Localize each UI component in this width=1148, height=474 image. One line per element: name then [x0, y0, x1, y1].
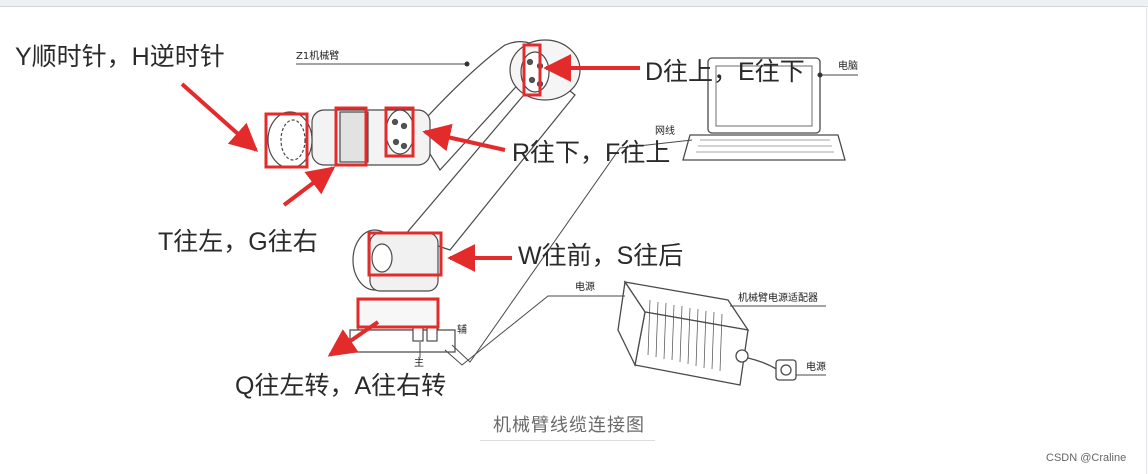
label-q-a: Q往左转，A往右转: [235, 372, 447, 400]
part-label-power-line: 电源: [575, 282, 595, 293]
laptop-icon: [682, 57, 846, 161]
highlight-t-g: [334, 106, 368, 167]
arrow-t-g: [282, 166, 336, 207]
label-t-g: T往左，G往右: [158, 228, 318, 256]
right-border: [1146, 6, 1147, 474]
robot-arm-drawing: [267, 39, 581, 353]
label-y-h: Y顺时针，H逆时针: [15, 43, 225, 71]
highlight-boxes: [264, 43, 542, 329]
figure-caption: 机械臂线缆连接图: [493, 415, 645, 435]
part-label-power-outlet: 电源: [806, 362, 826, 373]
power-adapter-icon: [617, 280, 797, 386]
arm-leader-dot: [464, 61, 470, 67]
watermark: CSDN @Craline: [1046, 452, 1127, 464]
highlight-r-f: [384, 106, 415, 158]
label-d-e: D往上，E往下: [645, 58, 805, 86]
arrow-y-h: [180, 82, 259, 152]
arrow-r-f: [422, 123, 506, 152]
part-label-arm: Z1机械臂: [296, 51, 340, 62]
part-label-aux: 辅: [457, 325, 467, 336]
part-label-main: 主: [414, 358, 424, 369]
computer-leader-dot: [817, 72, 823, 78]
highlight-y-h: [264, 112, 309, 169]
highlight-w-s: [367, 231, 443, 277]
part-label-computer: 电脑: [838, 61, 858, 72]
arrow-q-a: [327, 320, 380, 357]
cables: [296, 63, 858, 376]
highlight-q-a: [356, 297, 440, 329]
label-w-s: W往前，S往后: [518, 242, 684, 270]
highlight-d-e: [522, 43, 542, 97]
part-label-adapter: 机械臂电源适配器: [738, 293, 818, 304]
pointer-arrows: [180, 54, 640, 357]
part-label-network: 网线: [655, 126, 675, 137]
label-r-f: R往下，F往上: [512, 139, 671, 167]
top-bar: [0, 0, 1148, 7]
caption-underline: [480, 440, 655, 441]
